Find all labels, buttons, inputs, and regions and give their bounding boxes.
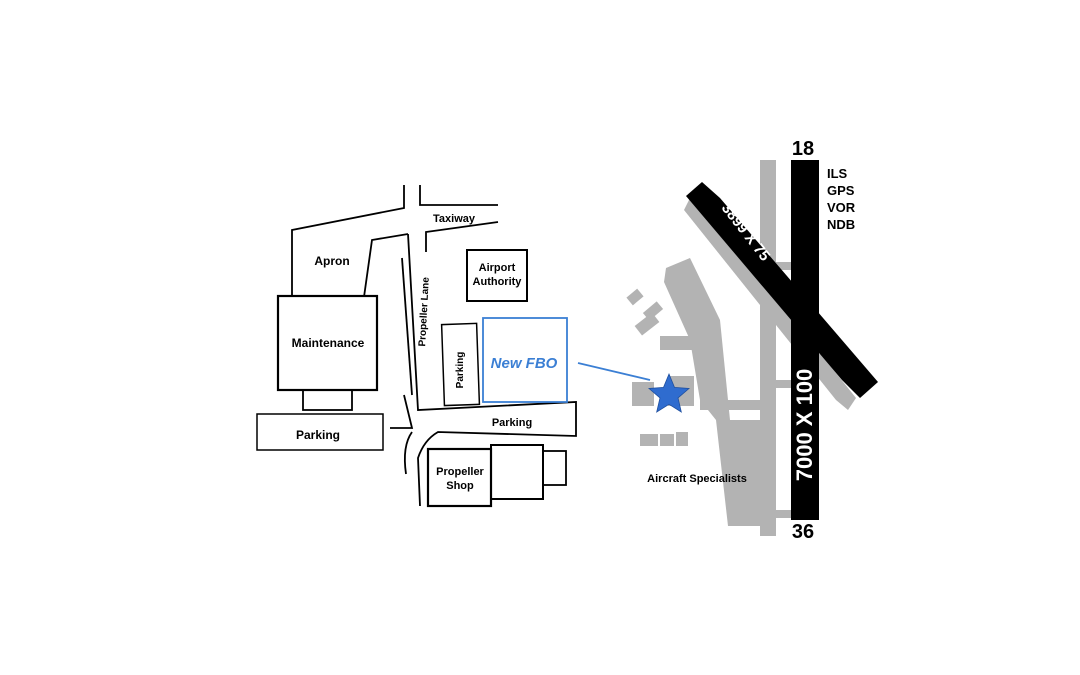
runway-south-end-label: 36 <box>792 521 814 543</box>
propeller-shop-outline <box>426 447 493 508</box>
hangar-5 <box>640 434 658 446</box>
airport-authority-label-line1: Airport <box>479 262 516 274</box>
propeller-shop-annex-outline <box>490 444 544 500</box>
fbo-leader-line <box>577 362 651 381</box>
main-apron <box>664 258 760 526</box>
apron-label: Apron <box>314 254 349 268</box>
runway-main-surface <box>791 160 819 520</box>
airport-authority-building: Airport Authority <box>466 249 528 302</box>
star-icon <box>648 372 690 413</box>
road-network <box>291 185 577 507</box>
propeller-lane-left-edge <box>401 257 413 396</box>
taxiway-connector-3 <box>776 510 792 518</box>
maintenance-label: Maintenance <box>292 336 365 350</box>
approach-list: ILS GPS VOR NDB <box>827 166 856 232</box>
propeller-lane-right-edge <box>407 233 577 507</box>
airport-authority-outline <box>466 249 528 302</box>
taxiway-road-lower-edge <box>425 221 499 252</box>
apron-road-right-edge <box>363 233 409 298</box>
hangar-1 <box>626 288 644 306</box>
taxiway-road-upper-edge <box>419 185 498 206</box>
approach-ils: ILS <box>827 166 848 181</box>
parking-left-label: Parking <box>296 428 340 442</box>
taxiway-label: Taxiway <box>433 213 476 225</box>
airport-authority-label-line2: Authority <box>473 276 523 288</box>
parking-bottom-label: Parking <box>492 417 532 429</box>
new-fbo-outline <box>482 317 568 403</box>
new-fbo-label: New FBO <box>491 355 558 372</box>
propeller-shop-building: Propeller Shop <box>426 444 567 508</box>
fbo-name-label: Aircraft Specialists <box>647 473 747 485</box>
new-fbo-site: New FBO <box>482 317 568 403</box>
runway-main-dimensions: 7000 X 100 <box>792 369 817 482</box>
parking-lot-vertical-outline <box>440 322 481 407</box>
hangar-4 <box>660 336 692 350</box>
runway-north-end-label: 18 <box>792 138 814 160</box>
fbo-building-left <box>632 382 654 406</box>
propeller-shop-label-line2: Shop <box>446 480 474 492</box>
parallel-taxiway <box>760 160 776 536</box>
hangar-6 <box>660 434 674 446</box>
hangar-3 <box>634 312 660 336</box>
runway-crosswind-surface <box>686 182 878 398</box>
airfield: 3899 X 75 7000 X 100 18 36 ILS GPS VOR N… <box>626 138 878 543</box>
taxiway-connector-1 <box>776 262 792 270</box>
site-plan: Apron Taxiway Airport Authority Maintena… <box>256 185 651 508</box>
propeller-shop-label-line1: Propeller <box>436 466 484 478</box>
propeller-lane-lower-link <box>390 394 414 429</box>
taxiway-connector-2 <box>776 380 792 388</box>
propeller-shop-annex-small-outline <box>539 450 567 486</box>
approach-ndb: NDB <box>827 217 855 232</box>
approach-vor: VOR <box>827 200 856 215</box>
parking-vertical-label: Parking <box>455 352 466 389</box>
runway-main: 7000 X 100 18 36 <box>791 138 819 543</box>
taxiway-connector-4 <box>700 400 760 410</box>
propeller-lane-curve <box>403 431 413 475</box>
parking-lot-left: Parking <box>256 413 384 451</box>
maintenance-outline <box>276 294 379 392</box>
parking-lot-left-outline <box>256 413 384 451</box>
maintenance-annex-outline <box>302 388 353 411</box>
apron-road-left-edge <box>291 185 405 297</box>
maintenance-building: Maintenance <box>276 294 379 411</box>
hangar-7 <box>676 432 688 446</box>
parking-lot-vertical: Parking <box>440 322 481 407</box>
approach-gps: GPS <box>827 183 855 198</box>
propeller-lane-label: Propeller Lane <box>417 276 432 346</box>
